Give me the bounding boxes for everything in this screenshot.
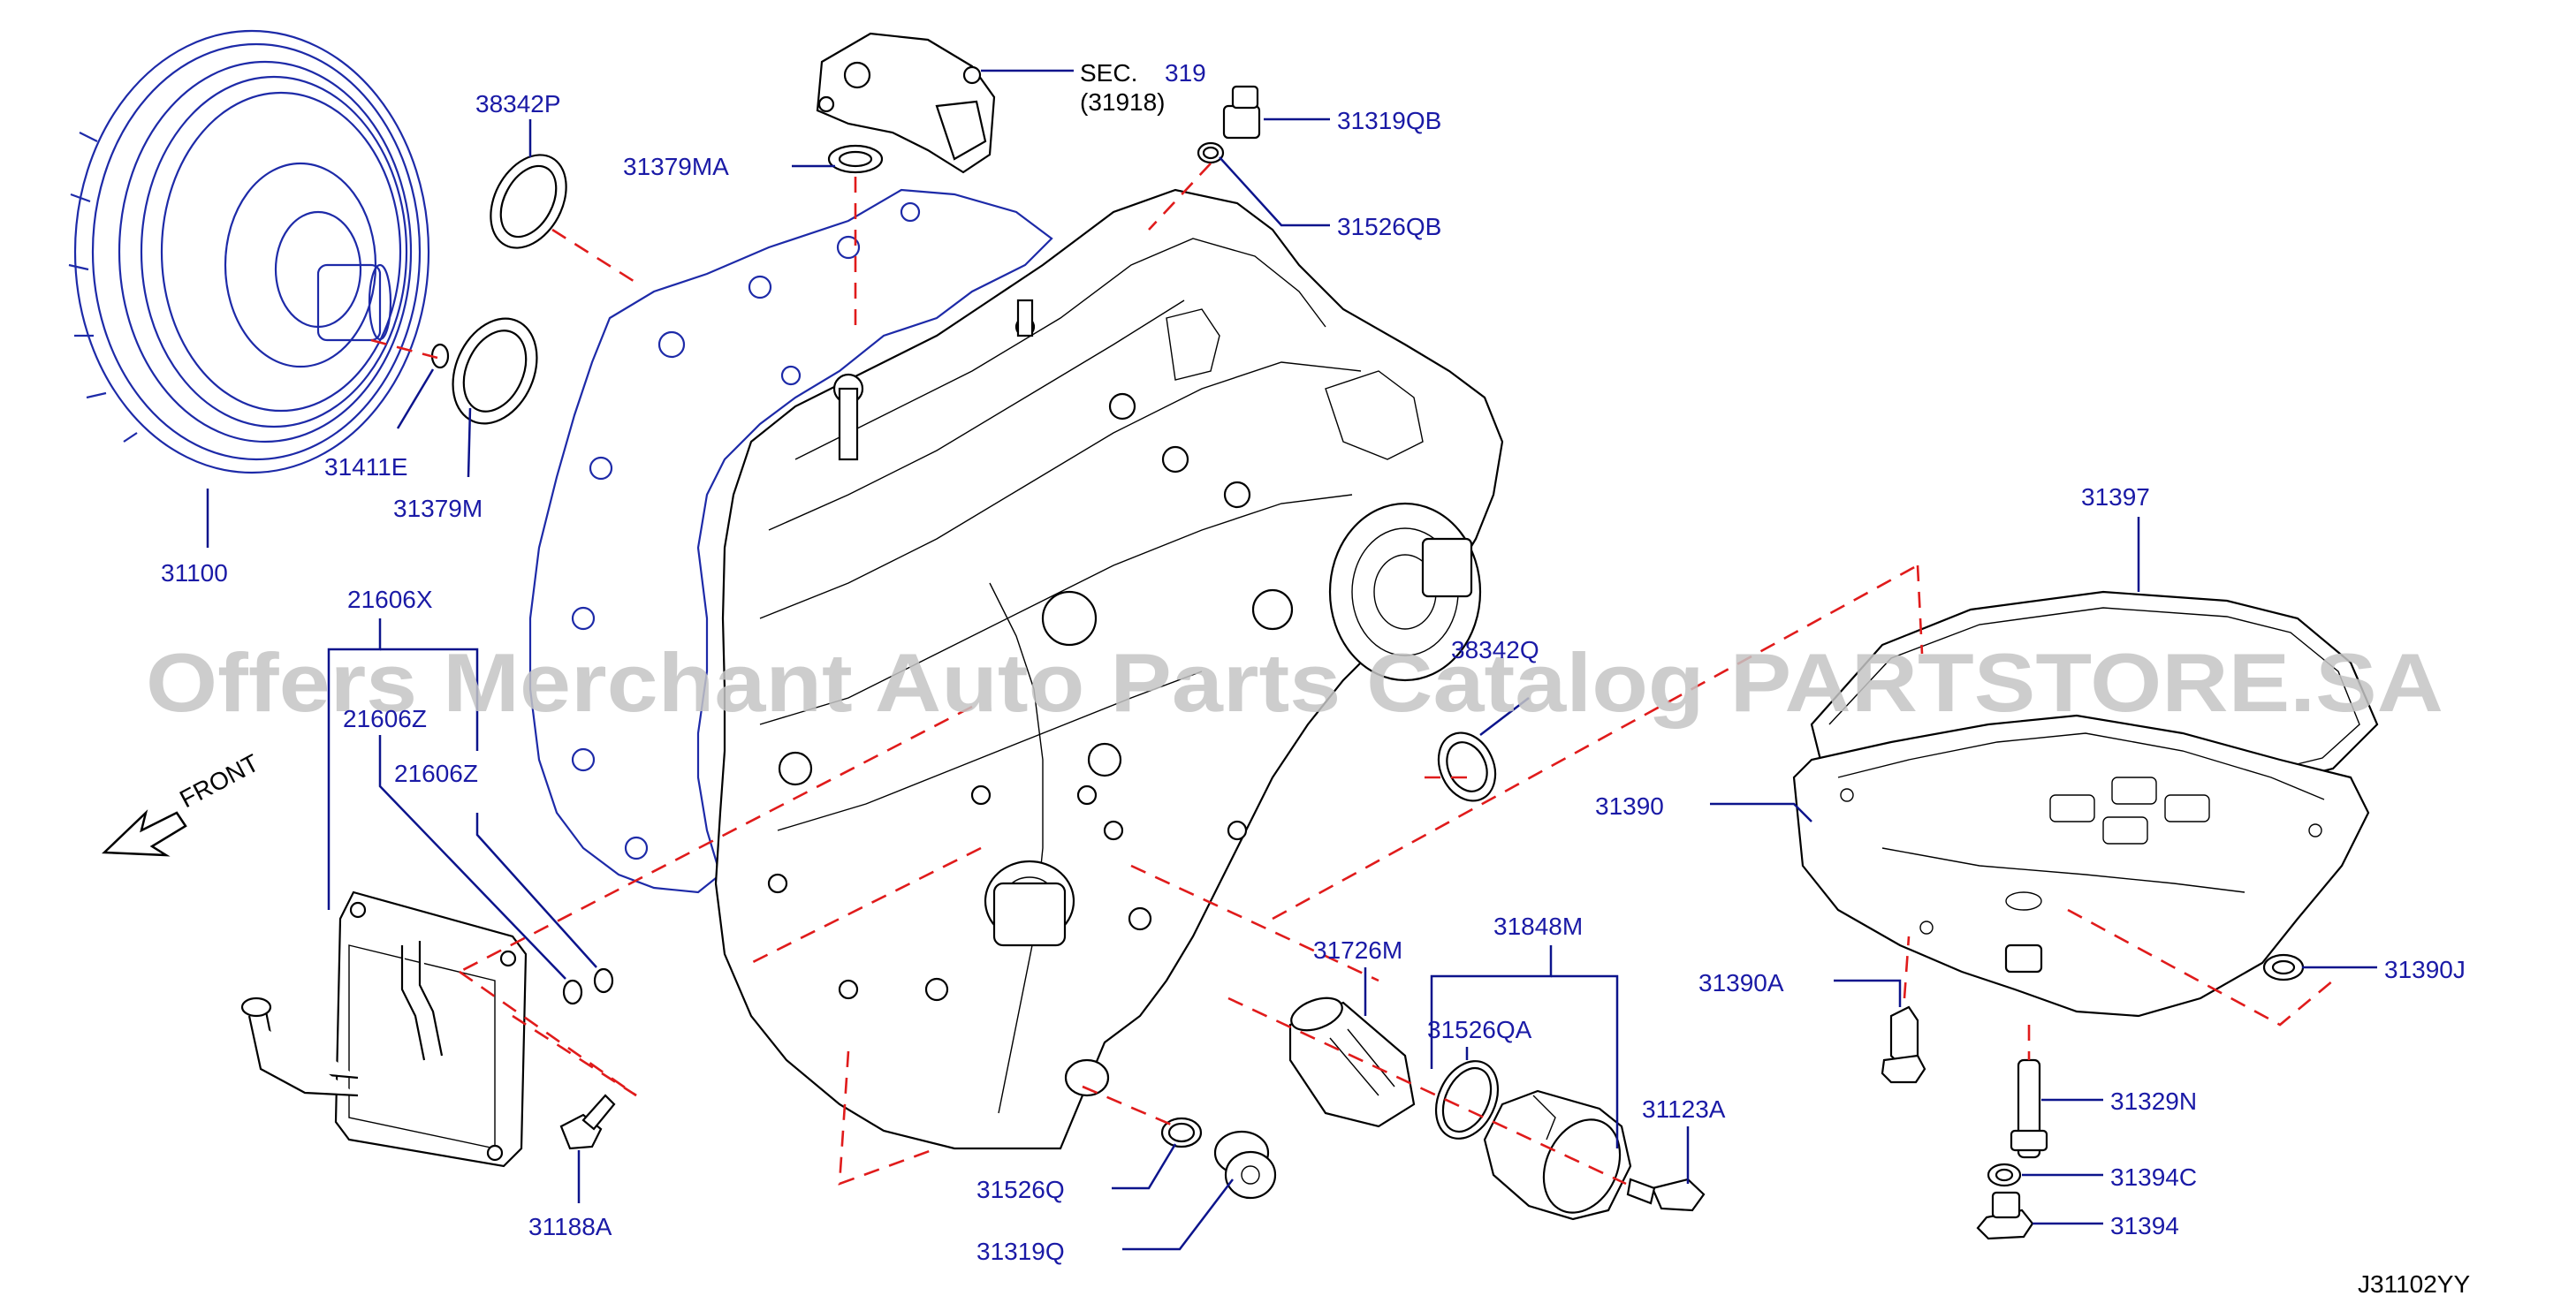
- watermark-text: Offers Merchant Auto Parts Catalog PARTS…: [146, 636, 2443, 729]
- plug-31319QB[interactable]: [1222, 85, 1261, 140]
- alignment-lines: [370, 163, 2334, 1186]
- oil-cooler[interactable]: [240, 890, 528, 1168]
- callout-31526Q[interactable]: 31526Q: [976, 1176, 1065, 1203]
- o-ring-31526QA[interactable]: [1425, 1051, 1510, 1148]
- transmission-case[interactable]: [714, 188, 1504, 1150]
- washer-31394C[interactable]: [1987, 1163, 2022, 1187]
- callout-21606Z-a[interactable]: 21606Z: [343, 705, 427, 732]
- sec-ref-number[interactable]: 319: [1165, 59, 1206, 87]
- callout-31319Q[interactable]: 31319Q: [976, 1238, 1065, 1265]
- bolt-31123A[interactable]: [1626, 1178, 1706, 1212]
- callout-31379MA[interactable]: 31379MA: [623, 153, 729, 180]
- drain-plug-31394[interactable]: [1976, 1191, 2034, 1240]
- callout-31100[interactable]: 31100: [161, 559, 228, 587]
- bolt-31188A[interactable]: [559, 1094, 616, 1150]
- leader-lines: [206, 69, 2377, 1251]
- o-ring-21606Z-a[interactable]: [562, 979, 583, 1005]
- callout-31411E[interactable]: 31411E: [324, 453, 407, 481]
- callout-38342Q[interactable]: 38342Q: [1451, 636, 1539, 663]
- converter-housing-outline: [528, 188, 1053, 894]
- plug-31319Q[interactable]: [1213, 1130, 1277, 1200]
- callout-21606Z-b[interactable]: 21606Z: [394, 760, 478, 787]
- callout-31394C[interactable]: 31394C: [2110, 1163, 2197, 1191]
- o-ring-31526QB[interactable]: [1197, 141, 1225, 164]
- callout-31394[interactable]: 31394: [2110, 1212, 2179, 1239]
- o-ring-21606Z-b[interactable]: [593, 967, 614, 994]
- o-ring-31526Q[interactable]: [1160, 1117, 1203, 1148]
- callout-38342P[interactable]: 38342P: [475, 90, 561, 117]
- callout-31526QB[interactable]: 31526QB: [1337, 213, 1441, 240]
- sec-ref-prefix: SEC.: [1080, 59, 1137, 87]
- callout-31397[interactable]: 31397: [2081, 483, 2150, 511]
- diagram-code: J31102YY: [2358, 1270, 2470, 1298]
- callout-31390J[interactable]: 31390J: [2384, 956, 2466, 983]
- sec-ref-sub: (31918): [1080, 88, 1166, 116]
- callout-31319QB[interactable]: 31319QB: [1337, 107, 1441, 134]
- bolt-31390A[interactable]: [1881, 1005, 1926, 1084]
- pipe-31329N[interactable]: [2010, 1058, 2048, 1159]
- filter-31726M[interactable]: [1287, 992, 1416, 1128]
- filter-cover-31848M[interactable]: [1483, 1089, 1634, 1225]
- seal-31379M[interactable]: [437, 305, 553, 436]
- seal-31390J[interactable]: [2262, 953, 2305, 981]
- callout-31188A[interactable]: 31188A: [528, 1213, 612, 1240]
- callout-31726M[interactable]: 31726M: [1313, 936, 1402, 964]
- front-arrow-icon: [102, 809, 187, 857]
- callout-31526QA[interactable]: 31526QA: [1427, 1016, 1532, 1043]
- range-sensor[interactable]: [816, 32, 996, 174]
- callout-31123A[interactable]: 31123A: [1642, 1095, 1726, 1123]
- callout-31390A[interactable]: 31390A: [1698, 969, 1784, 997]
- callout-31329N[interactable]: 31329N: [2110, 1087, 2197, 1115]
- seal-31379MA[interactable]: [827, 144, 884, 174]
- front-label: FRONT: [175, 749, 263, 814]
- seal-38342P[interactable]: [475, 142, 581, 261]
- callout-31379M[interactable]: 31379M: [393, 495, 483, 522]
- callout-31848M[interactable]: 31848M: [1493, 913, 1583, 940]
- torque-converter[interactable]: [68, 29, 430, 474]
- oil-pan[interactable]: [1792, 714, 2370, 1018]
- callout-21606X[interactable]: 21606X: [347, 586, 433, 613]
- seal-38342Q[interactable]: [1428, 724, 1506, 810]
- callout-31390[interactable]: 31390: [1595, 792, 1664, 820]
